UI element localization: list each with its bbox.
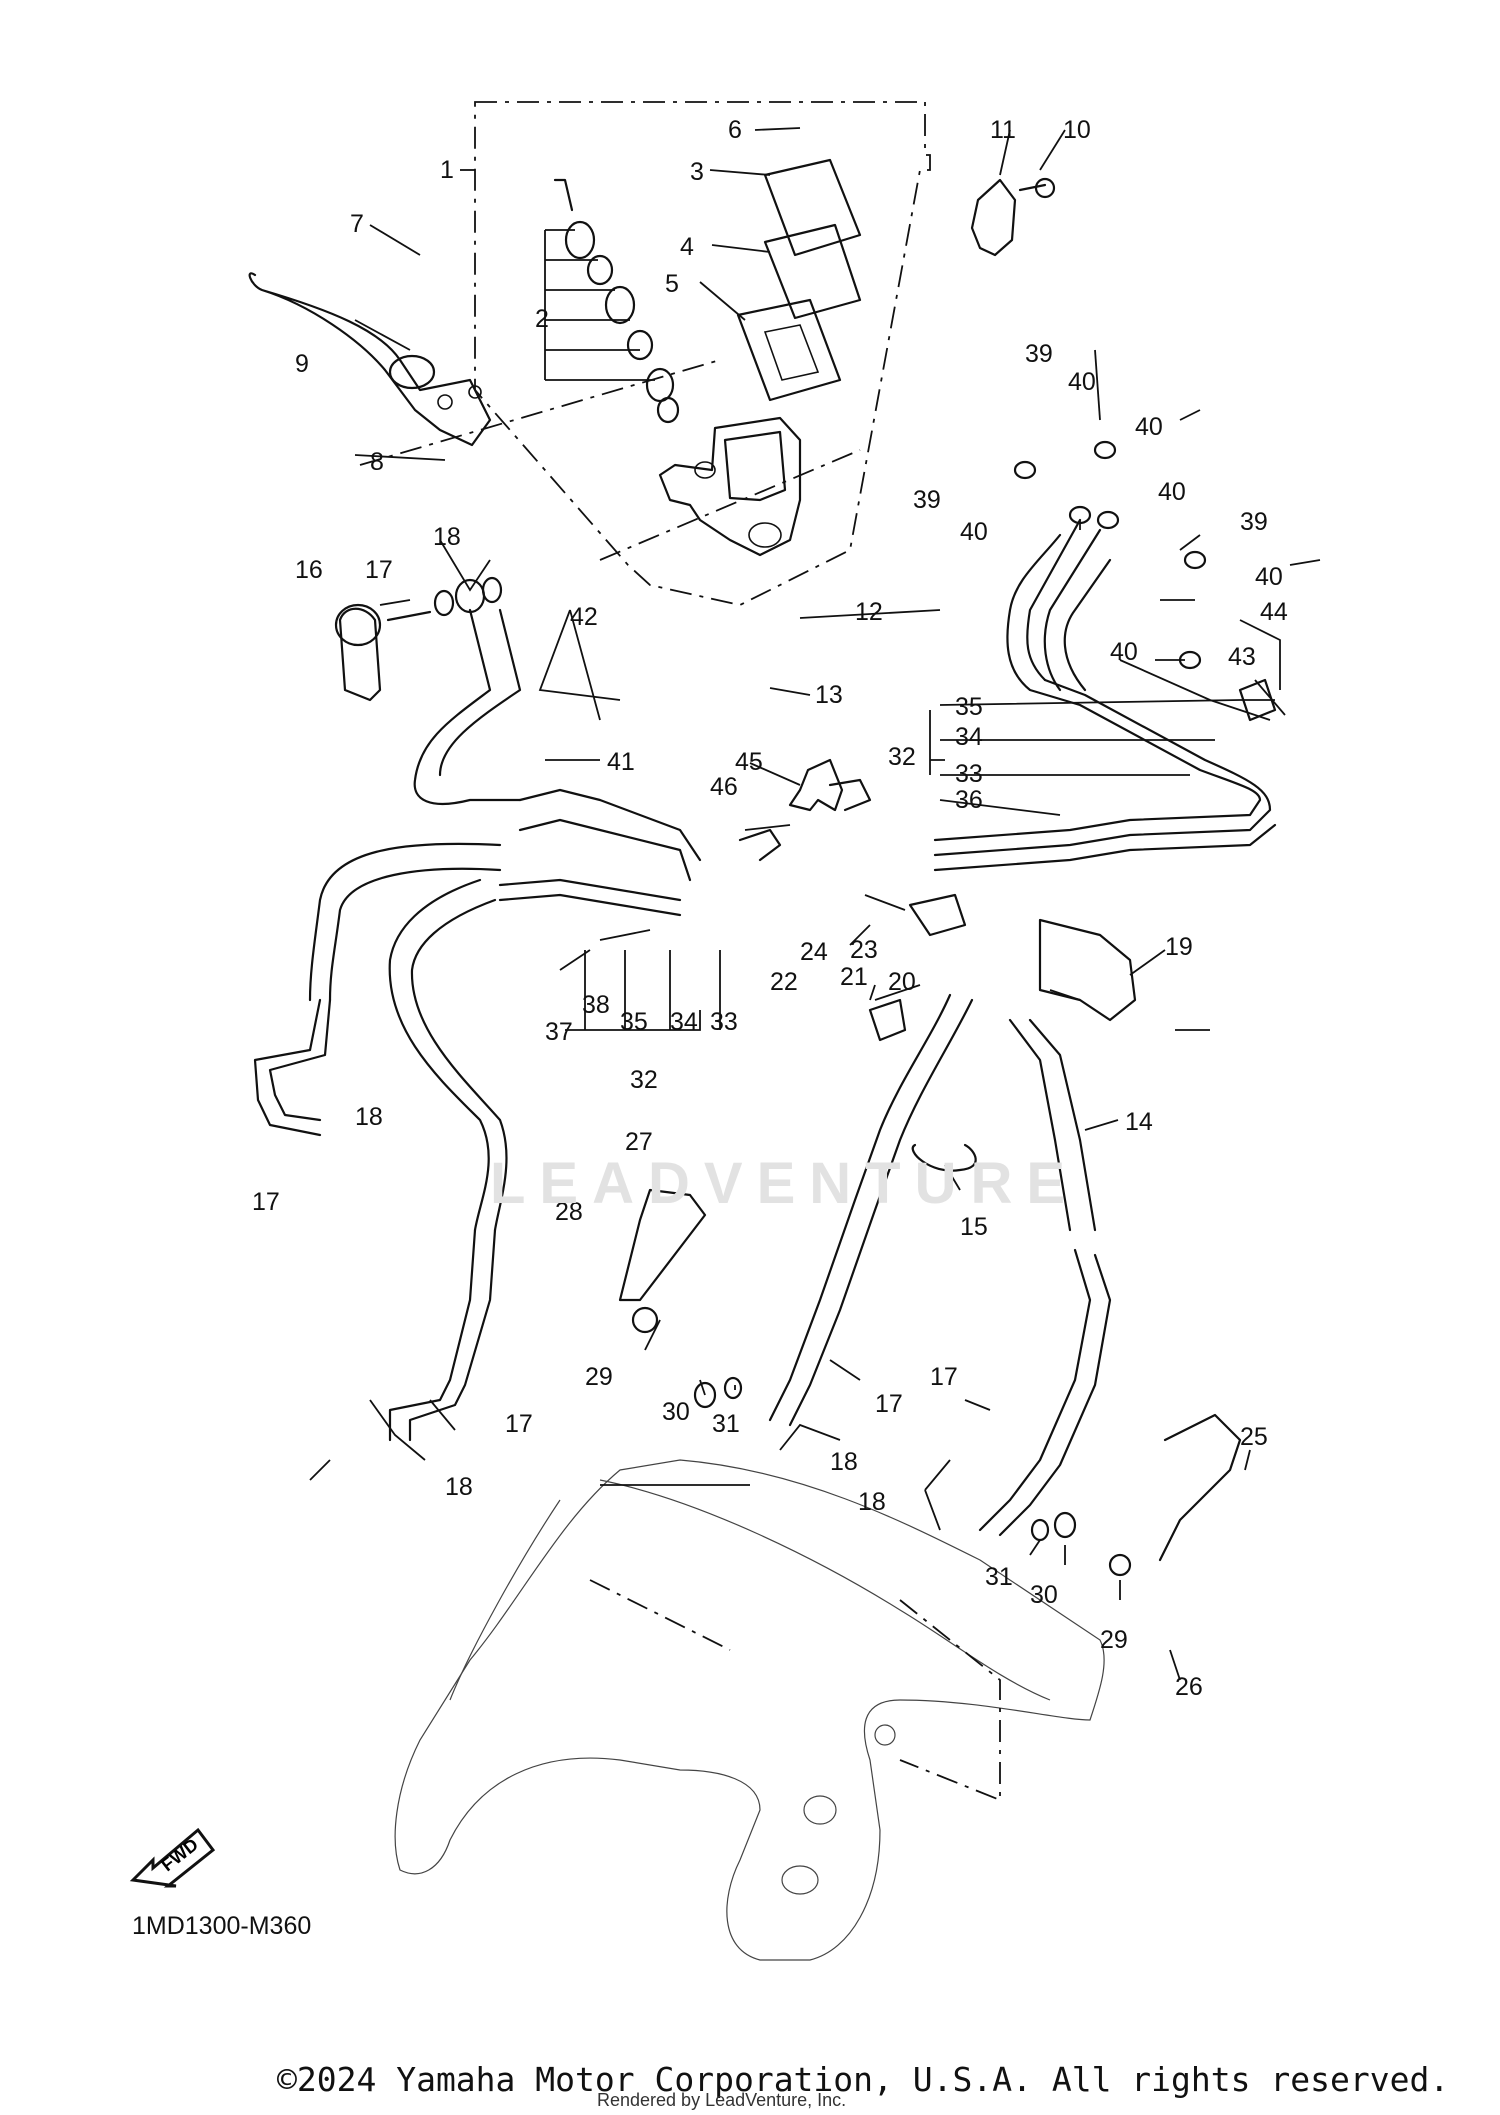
upper-banjo-fitting (334, 576, 503, 702)
callout-28: 28 (555, 1198, 583, 1226)
callout-10: 10 (1063, 116, 1091, 144)
callout-45: 45 (735, 748, 763, 776)
callout-38: 38 (582, 991, 610, 1019)
callout-18d: 18 (830, 1448, 858, 1476)
callout-9: 9 (295, 350, 309, 378)
callout-44: 44 (1260, 598, 1288, 626)
callout-3: 3 (690, 158, 704, 186)
callout-40f: 40 (1110, 638, 1138, 666)
callout-46: 46 (710, 773, 738, 801)
callout-12: 12 (855, 598, 883, 626)
master-cylinder-assembly-boundary (474, 101, 931, 606)
callout-labels: 1 2 3 4 5 6 7 8 9 10 11 12 13 14 15 16 1… (252, 116, 1288, 1701)
master-cylinder-body (658, 416, 802, 557)
callout-24: 24 (800, 938, 828, 966)
callout-37: 37 (545, 1018, 573, 1046)
callout-1: 1 (440, 156, 454, 184)
watermark-text: LEADVENTURE (490, 1151, 1080, 1216)
callout-40b: 40 (1135, 413, 1163, 441)
callout-2: 2 (535, 305, 549, 333)
callout-11: 11 (990, 116, 1016, 144)
callout-25: 25 (1240, 1423, 1268, 1451)
callout-13: 13 (815, 681, 843, 709)
callout-33b: 33 (710, 1008, 738, 1036)
callout-23: 23 (850, 936, 878, 964)
callout-14: 14 (1125, 1108, 1153, 1136)
callout-16: 16 (295, 556, 323, 584)
rendered-by-notice: Rendered by LeadVenture, Inc. (597, 2090, 847, 2110)
front-fender-outline (394, 1459, 1105, 1961)
piston-kit (544, 178, 680, 424)
callout-17b: 17 (252, 1188, 280, 1216)
callout-33a: 33 (955, 760, 983, 788)
callout-4: 4 (680, 233, 694, 261)
callout-39c: 39 (1240, 508, 1268, 536)
callout-36: 36 (955, 786, 983, 814)
callout-29b: 29 (1100, 1626, 1128, 1654)
callout-43: 43 (1228, 643, 1256, 671)
callout-17c: 17 (505, 1410, 533, 1438)
callout-18e: 18 (858, 1488, 886, 1516)
callout-41: 41 (607, 748, 635, 776)
brake-lever (248, 272, 492, 447)
phantom-lines (359, 359, 1001, 1802)
callout-40a: 40 (1068, 368, 1096, 396)
reservoir-cap-set (736, 158, 862, 402)
callout-35b: 35 (620, 1008, 648, 1036)
callout-29a: 29 (585, 1363, 613, 1391)
small-hardware (618, 440, 1277, 1577)
callout-39b: 39 (913, 486, 941, 514)
callout-34b: 34 (670, 1008, 698, 1036)
callout-18a: 18 (433, 523, 461, 551)
callout-34a: 34 (955, 723, 983, 751)
callout-7: 7 (350, 210, 364, 238)
callout-39a: 39 (1025, 340, 1053, 368)
callout-8: 8 (370, 448, 384, 476)
callout-20: 20 (888, 968, 916, 996)
callout-15: 15 (960, 1213, 988, 1241)
brake-pipe-bundle (933, 518, 1277, 872)
callout-5: 5 (665, 270, 679, 298)
callout-31a: 31 (712, 1410, 740, 1438)
callout-21: 21 (840, 963, 868, 991)
callout-35a: 35 (955, 693, 983, 721)
callout-40d: 40 (960, 518, 988, 546)
callout-17e: 17 (930, 1363, 958, 1391)
callout-40c: 40 (1158, 478, 1186, 506)
callout-6: 6 (728, 116, 742, 144)
callout-27: 27 (625, 1128, 653, 1156)
callout-19: 19 (1165, 933, 1193, 961)
forward-direction-icon: FWD (129, 1827, 216, 1888)
callout-22: 22 (770, 968, 798, 996)
callout-17d: 17 (875, 1390, 903, 1418)
callout-32b: 32 (630, 1066, 658, 1094)
leader-lines (309, 127, 1321, 1681)
callout-17a: 17 (365, 556, 393, 584)
diagram-code: 1MD1300-M360 (132, 1912, 312, 1940)
callout-18c: 18 (445, 1473, 473, 1501)
callout-18b: 18 (355, 1103, 383, 1131)
callout-31b: 31 (985, 1563, 1013, 1591)
brake-hoses (253, 608, 1112, 1537)
copyright-notice: ©2024 Yamaha Motor Corporation, U.S.A. A… (277, 2060, 1450, 2099)
callout-42: 42 (570, 603, 598, 631)
fwd-label: FWD (157, 1834, 202, 1875)
master-cylinder-holder (970, 177, 1056, 257)
callout-26: 26 (1175, 1673, 1203, 1701)
callout-40e: 40 (1255, 563, 1283, 591)
callout-32a: 32 (888, 743, 916, 771)
callout-30b: 30 (1030, 1581, 1058, 1609)
callout-30a: 30 (662, 1398, 690, 1426)
